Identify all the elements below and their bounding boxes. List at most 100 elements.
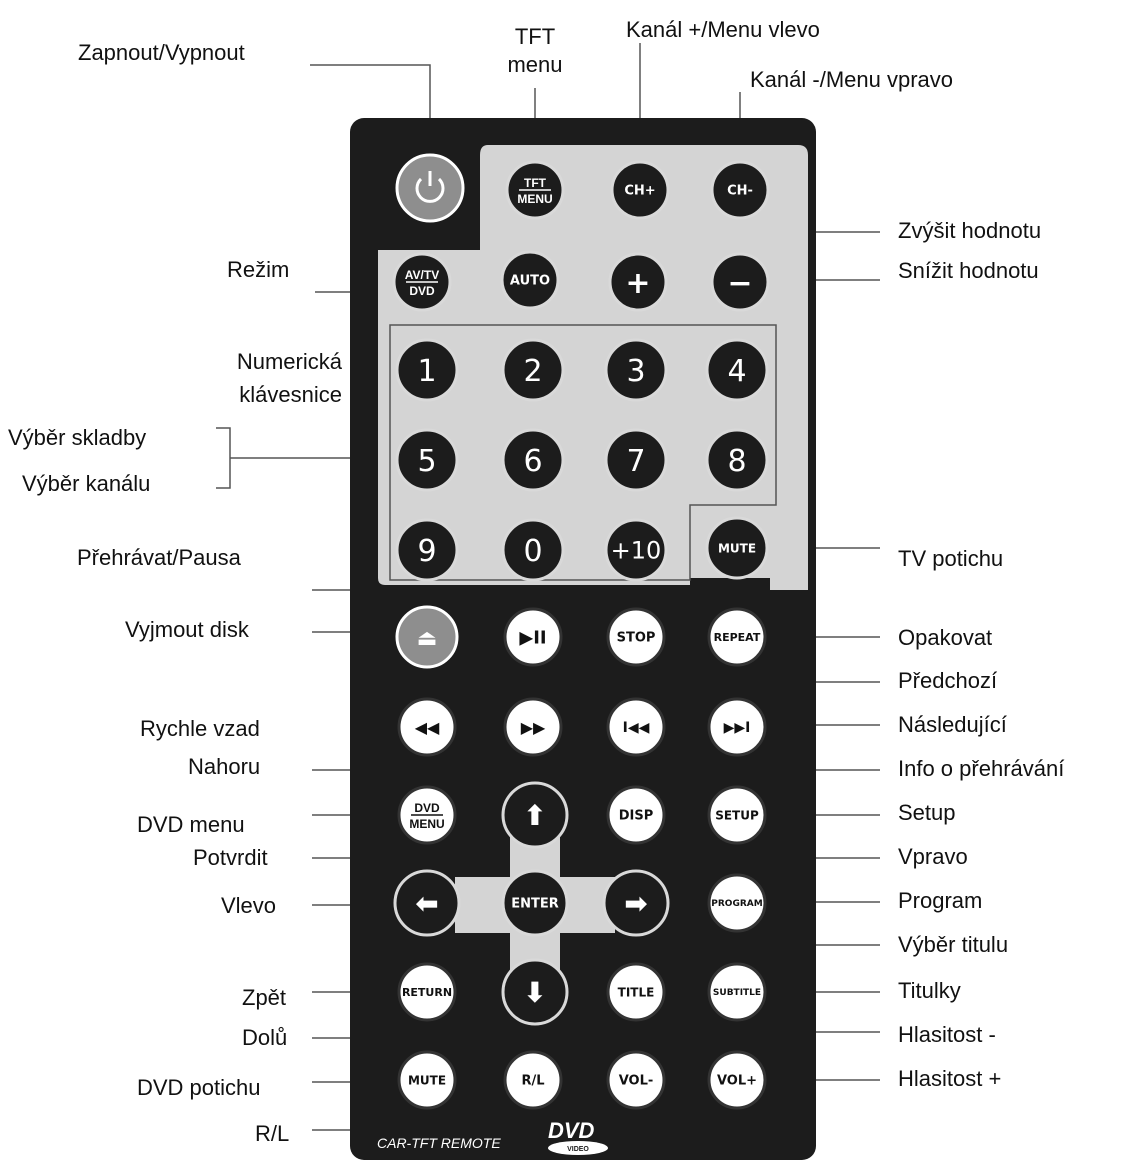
rewind-button[interactable]: ◀◀ — [397, 697, 457, 757]
setup-button-shape[interactable] — [707, 785, 767, 845]
digit-4-button[interactable]: 4 — [705, 338, 769, 402]
vol-plus-button[interactable]: VOL+ — [707, 1050, 767, 1110]
stop-button-shape[interactable] — [606, 607, 666, 667]
digit-0-button-shape[interactable] — [501, 518, 565, 582]
auto-button-shape[interactable] — [500, 250, 560, 310]
fast-forward-button[interactable]: ▶▶ — [503, 697, 563, 757]
next-button[interactable]: ▶▶I — [707, 697, 767, 757]
digit-5-button-shape[interactable] — [395, 428, 459, 492]
title-button-shape[interactable] — [606, 962, 666, 1022]
digit-2-button[interactable]: 2 — [501, 338, 565, 402]
ch-minus-button-shape[interactable] — [710, 160, 770, 220]
digit-7-button-shape[interactable] — [604, 428, 668, 492]
power-button-shape[interactable] — [395, 153, 465, 223]
digit-3-button-shape[interactable] — [604, 338, 668, 402]
ch-minus-button-label: CH- — [727, 184, 753, 199]
plus-button-shape[interactable] — [608, 252, 668, 312]
digit-8-button[interactable]: 8 — [705, 428, 769, 492]
digit-2-button-shape[interactable] — [501, 338, 565, 402]
next-button-shape[interactable] — [707, 697, 767, 757]
dvd-mute-button[interactable]: MUTE — [397, 1050, 457, 1110]
label-down: Dolů — [242, 1025, 288, 1050]
digit-9-button-shape[interactable] — [395, 518, 459, 582]
stop-button[interactable]: STOP — [606, 607, 666, 667]
power-button[interactable] — [395, 153, 465, 223]
digit-1-button-shape[interactable] — [395, 338, 459, 402]
vol-plus-button-shape[interactable] — [707, 1050, 767, 1110]
digit-4-button-shape[interactable] — [705, 338, 769, 402]
ch-plus-button-shape[interactable] — [610, 160, 670, 220]
enter-button-shape[interactable] — [501, 869, 569, 937]
vol-minus-button-shape[interactable] — [606, 1050, 666, 1110]
title-button[interactable]: TITLE — [606, 962, 666, 1022]
eject-button[interactable]: ⏏ — [395, 605, 459, 669]
minus-button[interactable]: − — [710, 252, 770, 312]
dvd-logo-sub: VIDEO — [567, 1146, 589, 1153]
down-arrow-button[interactable]: ⬇ — [501, 958, 569, 1026]
rl-button-shape[interactable] — [503, 1050, 563, 1110]
minus-button-shape[interactable] — [710, 252, 770, 312]
play-pause-button[interactable]: ▶II — [503, 607, 563, 667]
up-arrow-button[interactable]: ⬆ — [501, 781, 569, 849]
ch-minus-button[interactable]: CH- — [710, 160, 770, 220]
program-button-label: PROGRAM — [711, 899, 762, 909]
play-pause-button-shape[interactable] — [503, 607, 563, 667]
disp-button[interactable]: DISP — [606, 785, 666, 845]
tv-mute-button[interactable]: MUTE — [705, 516, 769, 580]
vol-minus-button[interactable]: VOL- — [606, 1050, 666, 1110]
dvd-mute-button-shape[interactable] — [397, 1050, 457, 1110]
digit-8-button-shape[interactable] — [705, 428, 769, 492]
previous-button[interactable]: I◀◀ — [606, 697, 666, 757]
digit-7-button[interactable]: 7 — [604, 428, 668, 492]
subtitle-button[interactable]: SUBTITLE — [707, 962, 767, 1022]
digit-0-button[interactable]: 0 — [501, 518, 565, 582]
digit-1-button[interactable]: 1 — [395, 338, 459, 402]
previous-button-shape[interactable] — [606, 697, 666, 757]
label-minus: Snížit hodnotu — [898, 258, 1039, 283]
digit-9-button[interactable]: 9 — [395, 518, 459, 582]
repeat-button[interactable]: REPEAT — [707, 607, 767, 667]
right-arrow-button[interactable]: ➡ — [602, 869, 670, 937]
plus-10-button-shape[interactable] — [604, 518, 668, 582]
left-arrow-button[interactable]: ⬅ — [393, 869, 461, 937]
digit-6-button[interactable]: 6 — [501, 428, 565, 492]
setup-button[interactable]: SETUP — [707, 785, 767, 845]
repeat-button-shape[interactable] — [707, 607, 767, 667]
auto-button[interactable]: AUTO — [500, 250, 560, 310]
enter-button[interactable]: ENTER — [501, 869, 569, 937]
ch-plus-button[interactable]: CH+ — [610, 160, 670, 220]
return-button[interactable]: RETURN — [397, 962, 457, 1022]
return-button-shape[interactable] — [397, 962, 457, 1022]
tv-mute-button-shape[interactable] — [705, 516, 769, 580]
subtitle-button-shape[interactable] — [707, 962, 767, 1022]
plus-10-button-label: +10 — [611, 537, 662, 565]
rewind-button-shape[interactable] — [397, 697, 457, 757]
program-button[interactable]: PROGRAM — [707, 873, 767, 933]
rl-button[interactable]: R/L — [503, 1050, 563, 1110]
tft-menu-button-label-top: TFT — [524, 176, 547, 190]
setup-button-label: SETUP — [715, 808, 759, 822]
program-button-shape[interactable] — [707, 873, 767, 933]
eject-button-shape[interactable] — [395, 605, 459, 669]
label-numeric-line1: Numerická — [236, 349, 342, 374]
down-arrow-button-shape[interactable] — [501, 958, 569, 1026]
label-rl: R/L — [255, 1121, 290, 1146]
label-tv-mute: TV potichu — [898, 546, 1004, 571]
digit-6-button-shape[interactable] — [501, 428, 565, 492]
plus-button[interactable]: + — [608, 252, 668, 312]
fast-forward-button-shape[interactable] — [503, 697, 563, 757]
digit-3-button[interactable]: 3 — [604, 338, 668, 402]
next-button-label: ▶▶I — [724, 720, 751, 736]
right-arrow-button-shape[interactable] — [602, 869, 670, 937]
left-arrow-button-shape[interactable] — [393, 869, 461, 937]
label-subtitles: Titulky — [898, 978, 961, 1003]
plus-10-button[interactable]: +10 — [604, 518, 668, 582]
disp-button-shape[interactable] — [606, 785, 666, 845]
remote-panel — [378, 145, 808, 590]
digit-5-button[interactable]: 5 — [395, 428, 459, 492]
up-arrow-button-shape[interactable] — [501, 781, 569, 849]
